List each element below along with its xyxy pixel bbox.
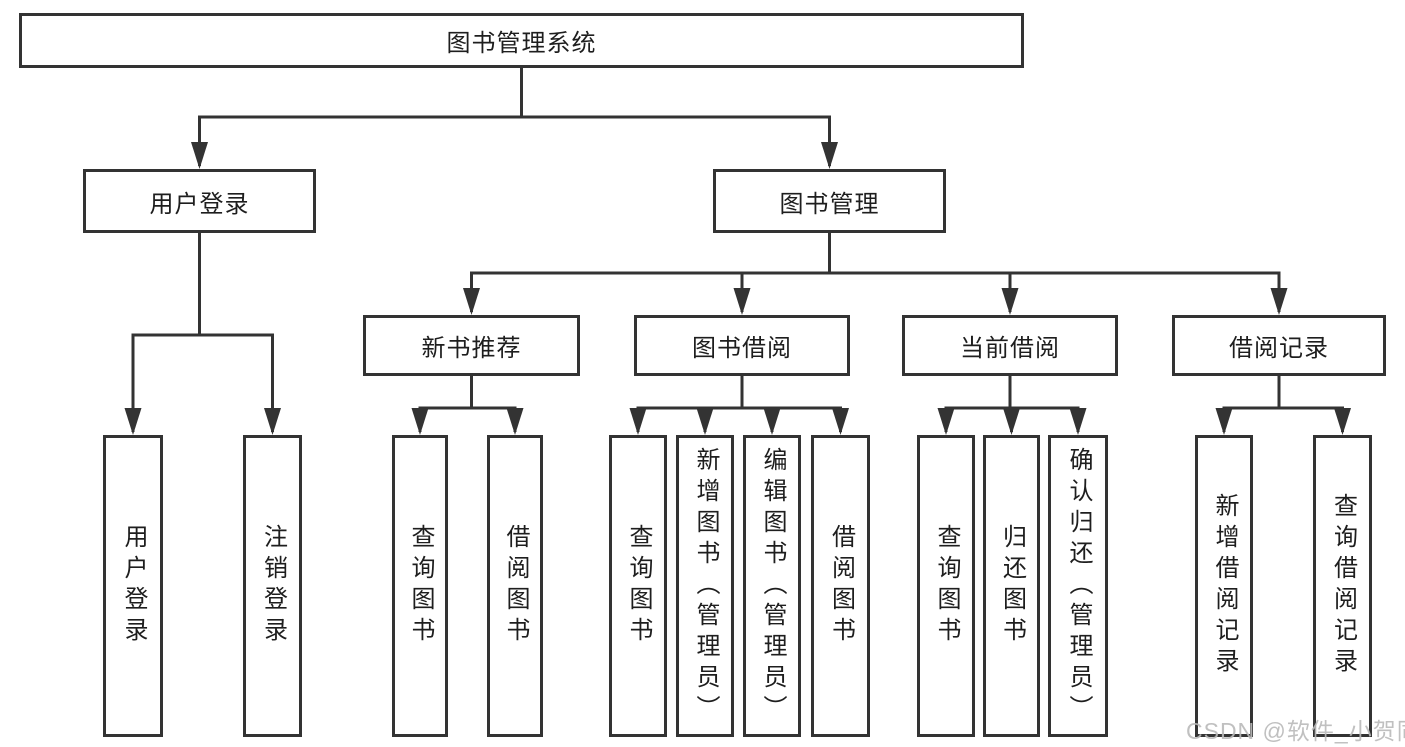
- node-label: 查询图书: [933, 524, 960, 648]
- node-label: 图书管理系统: [446, 30, 597, 57]
- leaf-cb-return-books: 归还图书: [983, 435, 1040, 737]
- node-label: 归还图书: [998, 524, 1026, 648]
- leaf-cb-query-books: 查询图书: [917, 435, 975, 737]
- leaf-bb-query-books: 查询图书: [609, 435, 667, 737]
- leaf-cb-confirm-return-admin: 确认归还（管理员）: [1048, 435, 1108, 737]
- node-current-borrowing: 当前借阅: [902, 315, 1118, 376]
- leaf-bb-edit-books-admin: 编辑图书（管理员）: [743, 435, 801, 737]
- node-label: 新书推荐: [421, 335, 522, 362]
- leaf-nbr-query-books: 查询图书: [392, 435, 448, 737]
- node-book-management: 图书管理: [713, 169, 946, 233]
- node-label: 新增借阅记录: [1211, 493, 1238, 679]
- leaf-logout: 注销登录: [243, 435, 302, 737]
- node-borrowing-records: 借阅记录: [1172, 315, 1386, 376]
- node-label: 借阅记录: [1229, 335, 1329, 362]
- node-label: 查询图书: [407, 524, 434, 648]
- node-label: 当前借阅: [960, 335, 1060, 362]
- node-user-login: 用户登录: [83, 169, 316, 233]
- node-label: 注销登录: [259, 524, 287, 648]
- node-label: 用户登录: [149, 190, 250, 218]
- watermark: CSDN @软件_小贺同学: [1186, 718, 1405, 744]
- node-library-management-system: 图书管理系统: [19, 13, 1024, 68]
- node-label: 借阅图书: [827, 524, 855, 648]
- node-label: 确认归还（管理员）: [1065, 446, 1092, 726]
- leaf-br-query-borrow-record: 查询借阅记录: [1313, 435, 1372, 737]
- node-label: 编辑图书（管理员）: [759, 446, 786, 726]
- leaf-user-login: 用户登录: [103, 435, 163, 737]
- leaf-br-add-borrow-record: 新增借阅记录: [1195, 435, 1253, 737]
- leaf-nbr-borrow-books: 借阅图书: [487, 435, 543, 737]
- node-new-book-recommendation: 新书推荐: [363, 315, 580, 376]
- node-label: 查询图书: [625, 524, 652, 648]
- leaf-bb-add-books-admin: 新增图书（管理员）: [676, 435, 734, 737]
- node-label: 用户登录: [120, 524, 147, 648]
- node-label: 新增图书（管理员）: [692, 446, 719, 726]
- node-label: 图书借阅: [692, 335, 792, 362]
- node-label: 图书管理: [779, 190, 880, 218]
- node-label: 查询借阅记录: [1329, 493, 1357, 679]
- leaf-bb-borrow-books: 借阅图书: [811, 435, 870, 737]
- node-book-borrowing: 图书借阅: [634, 315, 850, 376]
- node-label: 借阅图书: [502, 524, 529, 648]
